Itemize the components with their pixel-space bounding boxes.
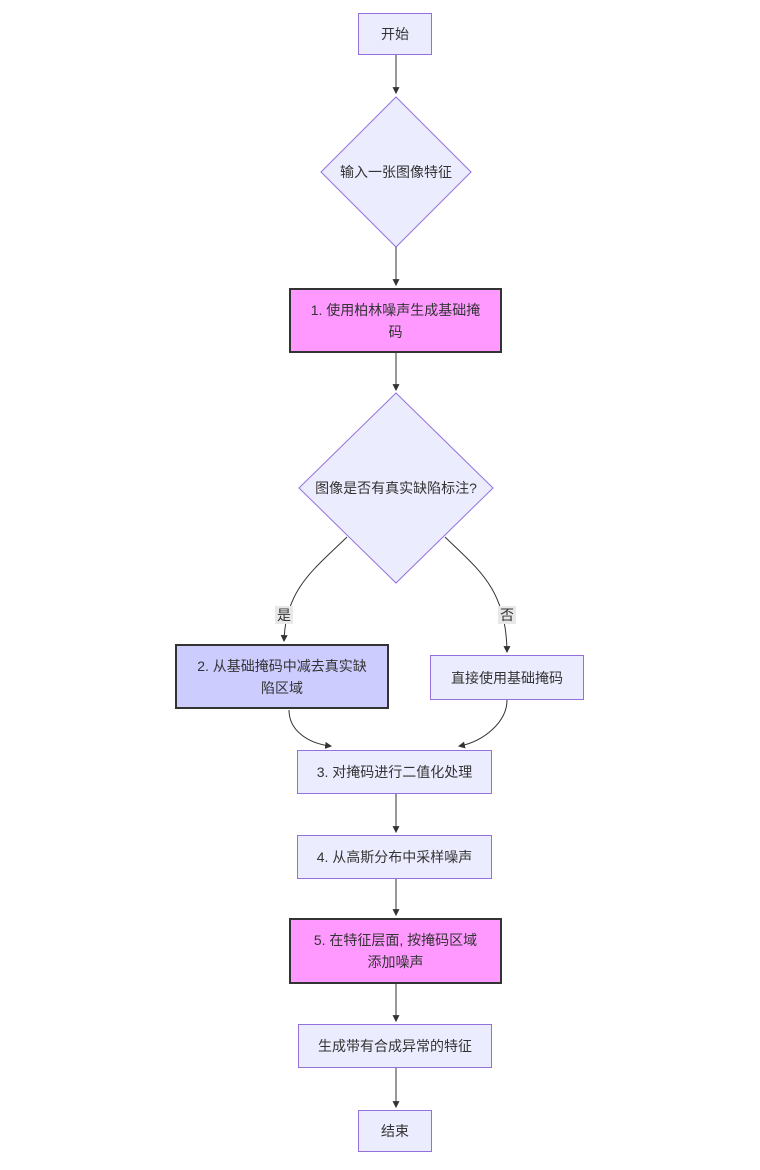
edge-decision-yes-to-step2 — [280, 536, 348, 643]
node-output-synthetic-feature: 生成带有合成异常的特征 — [298, 1024, 492, 1068]
edge-label-no: 否 — [498, 606, 516, 624]
node-step3-binarize: 3. 对掩码进行二值化处理 — [297, 750, 492, 794]
node-input-diamond-label: 输入一张图像特征 — [340, 164, 452, 180]
edge-label-yes: 是 — [275, 606, 293, 624]
node-step4-gaussian-sample: 4. 从高斯分布中采样噪声 — [297, 835, 492, 879]
node-step2-subtract-defect: 2. 从基础掩码中减去真实缺 陷区域 — [175, 644, 389, 709]
decision-has-annotation-diamond — [298, 392, 494, 584]
node-end: 结束 — [358, 1110, 432, 1152]
node-decision-diamond-label: 图像是否有真实缺陷标注? — [315, 480, 477, 496]
edge-decision-no-to-direct — [444, 536, 511, 654]
node-step1-perlin-noise: 1. 使用柏林噪声生成基础掩 码 — [289, 288, 502, 353]
node-direct-use-mask: 直接使用基础掩码 — [430, 655, 584, 700]
node-step5-add-noise: 5. 在特征层面, 按掩码区域 添加噪声 — [289, 918, 502, 984]
edge-step2-to-step3 — [288, 709, 333, 749]
edge-direct-to-step3 — [457, 699, 508, 749]
node-start: 开始 — [358, 13, 432, 55]
